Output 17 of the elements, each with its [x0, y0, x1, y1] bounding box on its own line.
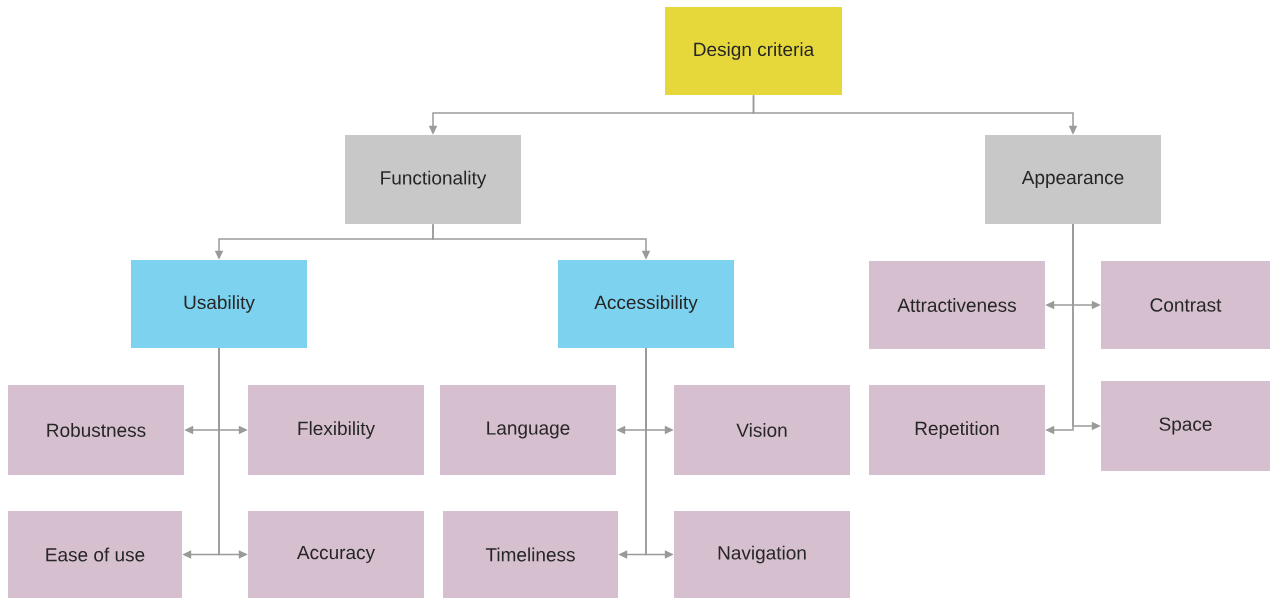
criterion-box: Contrast — [1101, 261, 1270, 349]
subcategory-box: Usability — [131, 260, 307, 348]
criterion-box: Robustness — [8, 385, 184, 475]
criterion-box: Vision — [674, 385, 850, 475]
criterion-box: Attractiveness — [869, 261, 1045, 349]
criterion-box: Language — [440, 385, 616, 475]
criterion-box: Ease of use — [8, 511, 182, 598]
criterion-box: Repetition — [869, 385, 1045, 475]
category-box: Functionality — [345, 135, 521, 224]
category-box: Appearance — [985, 135, 1161, 224]
criterion-box: Navigation — [674, 511, 850, 598]
root-box: Design criteria — [665, 7, 842, 95]
criterion-box: Space — [1101, 381, 1270, 471]
criterion-box: Flexibility — [248, 385, 424, 475]
criterion-box: Accuracy — [248, 511, 424, 598]
subcategory-box: Accessibility — [558, 260, 734, 348]
criterion-box: Timeliness — [443, 511, 618, 598]
